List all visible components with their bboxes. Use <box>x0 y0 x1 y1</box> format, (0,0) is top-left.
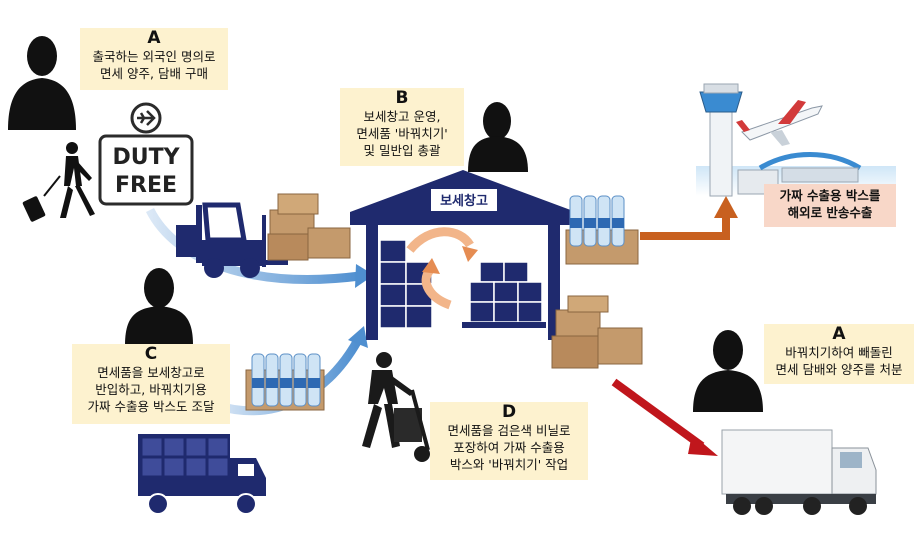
actor-c-line-1: 면세품을 보세창고로 <box>97 365 205 380</box>
actor-a-letter: A <box>147 28 161 48</box>
duty-free-text-line1: DUTY <box>112 145 180 170</box>
box-icon <box>267 193 351 261</box>
export-note-line-1: 가짜 수출용 박스를 <box>779 188 881 203</box>
export-arrow <box>640 196 738 240</box>
airplane-icon <box>736 100 823 146</box>
actor-b-label: B 보세창고 운영, 면세품 '바꿔치기' 및 밀반입 총괄 <box>340 88 464 166</box>
actor-a-disposal-letter: A <box>832 324 846 344</box>
actor-d-line-3: 박스와 '바꿔치기' 작업 <box>449 457 569 472</box>
export-note-line-2: 해외로 반송수출 <box>787 205 873 220</box>
actor-a-line-1: 출국하는 외국인 명의로 <box>92 49 216 64</box>
export-note-label: 가짜 수출용 박스를 해외로 반송수출 <box>764 184 896 227</box>
actor-a-disposal-label: A 바꿔치기하여 빼돌린 면세 담배와 양주를 처분 <box>764 324 914 384</box>
water-bottle-pack-icon <box>565 195 639 265</box>
person-silhouette-icon <box>125 268 193 345</box>
warehouse-label: 보세창고 <box>440 193 488 209</box>
actor-c-line-3: 가짜 수출용 박스도 조달 <box>87 399 215 414</box>
duty-free-icon: DUTY FREE <box>98 102 194 206</box>
actor-d-line-2: 포장하여 가짜 수출용 <box>453 440 565 455</box>
traveler-icon <box>22 142 95 222</box>
actor-a-line-2: 면세 양주, 담배 구매 <box>100 66 208 81</box>
disposal-arrow <box>611 378 718 456</box>
person-silhouette-icon <box>693 330 763 412</box>
warehouse-icon: 보세창고 <box>350 170 576 340</box>
actor-b-letter: B <box>395 88 409 108</box>
actor-b-line-2: 면세품 '바꿔치기' <box>356 126 448 141</box>
duty-free-text-line2: FREE <box>115 173 177 198</box>
forklift-icon <box>176 202 288 278</box>
actor-c-line-2: 반입하고, 바꿔치기용 <box>95 382 207 397</box>
actor-b-line-1: 보세창고 운영, <box>363 109 441 124</box>
airport-icon <box>696 83 896 197</box>
actor-d-letter: D <box>501 402 517 422</box>
person-silhouette-icon <box>8 36 76 130</box>
person-silhouette-icon <box>468 102 528 172</box>
actor-a-disposal-line-1: 바꿔치기하여 빼돌린 <box>785 345 893 360</box>
hand-truck-worker-icon <box>362 352 430 462</box>
actor-b-line-3: 및 밀반입 총괄 <box>363 143 441 158</box>
actor-a-purchase-label: A 출국하는 외국인 명의로 면세 양주, 담배 구매 <box>80 28 228 90</box>
actor-d-label: D 면세품을 검은색 비닐로 포장하여 가짜 수출용 박스와 '바꿔치기' 작업 <box>430 402 588 480</box>
actor-c-letter: C <box>144 344 158 364</box>
water-bottle-pack-icon <box>245 353 325 411</box>
box-icon <box>551 295 643 369</box>
truck-icon <box>138 434 266 515</box>
actor-d-line-1: 면세품을 검은색 비닐로 <box>447 423 571 438</box>
actor-a-disposal-line-2: 면세 담배와 양주를 처분 <box>775 362 903 377</box>
actor-c-label: C 면세품을 보세창고로 반입하고, 바꿔치기용 가짜 수출용 박스도 조달 <box>72 344 230 424</box>
semi-truck-icon <box>721 429 877 515</box>
